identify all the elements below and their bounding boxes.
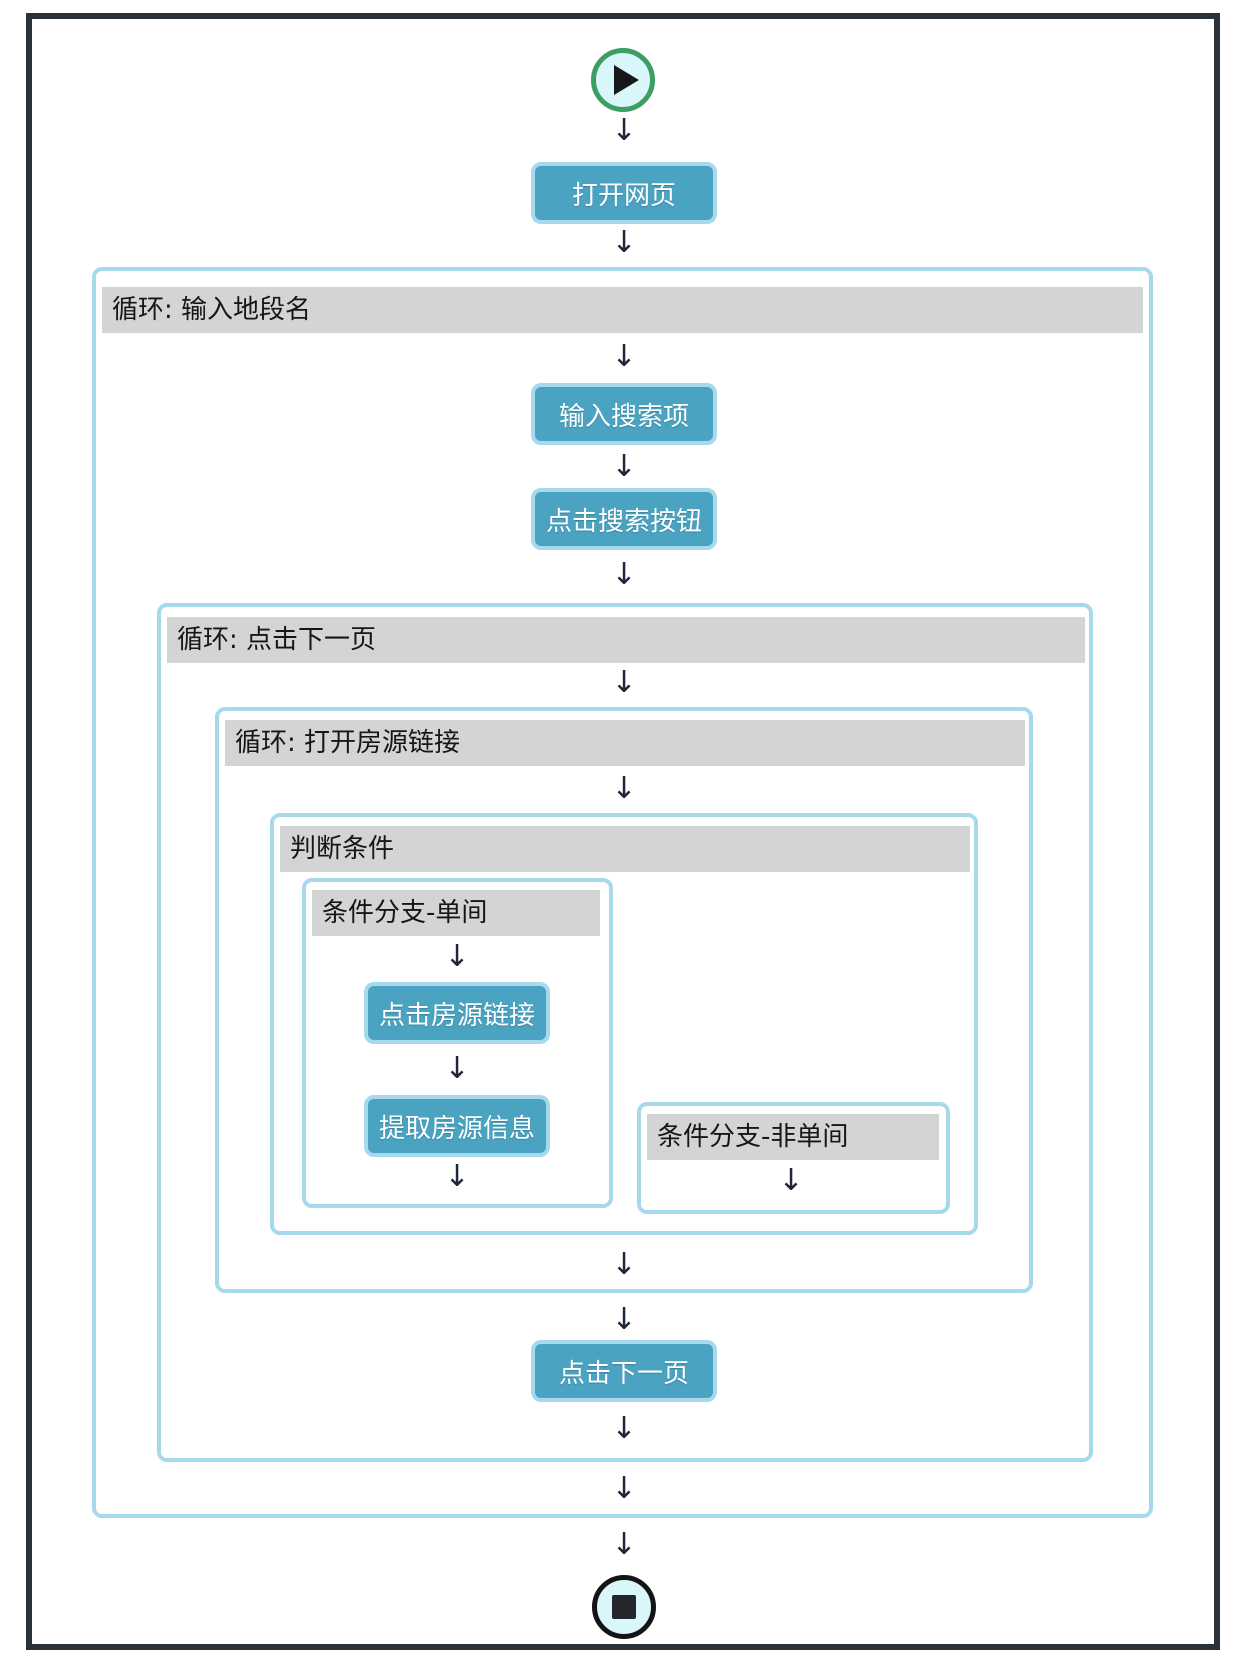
step-click-search-button[interactable]: 点击搜索按钮 bbox=[531, 488, 717, 550]
loop-input-location-header[interactable]: 循环: 输入地段名 bbox=[102, 287, 1143, 333]
end-node[interactable] bbox=[592, 1575, 656, 1639]
flow-arrow-down: ↓ bbox=[611, 1527, 637, 1562]
step-extract-listing-info[interactable]: 提取房源信息 bbox=[364, 1095, 550, 1157]
flow-arrow-down: ↓ bbox=[778, 1163, 804, 1198]
flow-arrow-down: ↓ bbox=[611, 1411, 637, 1446]
start-node[interactable] bbox=[591, 48, 655, 112]
flow-arrow-down: ↓ bbox=[611, 225, 637, 260]
flow-arrow-down: ↓ bbox=[611, 1302, 637, 1337]
flow-arrow-down: ↓ bbox=[611, 1471, 637, 1506]
play-icon bbox=[614, 65, 639, 95]
loop-open-listing-links-header[interactable]: 循环: 打开房源链接 bbox=[225, 720, 1025, 766]
branch-not-single-room-header[interactable]: 条件分支-非单间 bbox=[647, 1114, 939, 1160]
step-click-listing-link[interactable]: 点击房源链接 bbox=[364, 982, 550, 1044]
loop-click-next-page-header[interactable]: 循环: 点击下一页 bbox=[167, 617, 1085, 663]
branch-single-room-header[interactable]: 条件分支-单间 bbox=[312, 890, 600, 936]
flow-arrow-down: ↓ bbox=[611, 113, 637, 148]
flow-arrow-down: ↓ bbox=[611, 449, 637, 484]
condition-header[interactable]: 判断条件 bbox=[280, 826, 970, 872]
step-input-search-term[interactable]: 输入搜索项 bbox=[531, 383, 717, 445]
flow-arrow-down: ↓ bbox=[611, 665, 637, 700]
flow-arrow-down: ↓ bbox=[611, 339, 637, 374]
flow-arrow-down: ↓ bbox=[611, 1247, 637, 1282]
flow-arrow-down: ↓ bbox=[444, 1051, 470, 1086]
flow-arrow-down: ↓ bbox=[611, 771, 637, 806]
step-open-webpage[interactable]: 打开网页 bbox=[531, 162, 717, 224]
step-click-next-page[interactable]: 点击下一页 bbox=[531, 1340, 717, 1402]
stop-icon bbox=[612, 1595, 636, 1619]
flow-arrow-down: ↓ bbox=[444, 939, 470, 974]
flow-arrow-down: ↓ bbox=[444, 1159, 470, 1194]
flow-arrow-down: ↓ bbox=[611, 557, 637, 592]
